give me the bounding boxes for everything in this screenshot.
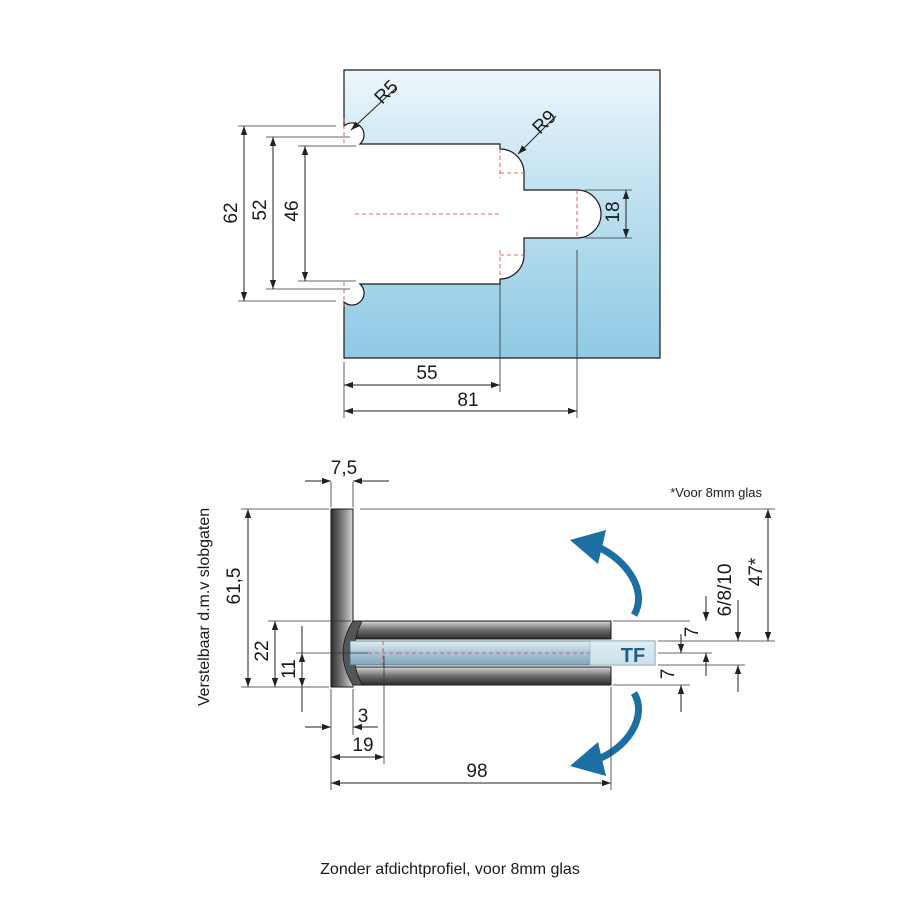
upper-arm (352, 620, 612, 640)
side-note-slotted-holes: Verstelbaar d.m.v slobgaten (196, 508, 213, 706)
dim-98-label: 98 (466, 761, 487, 782)
r9-leader (517, 115, 557, 155)
dim-46-label: 46 (282, 200, 303, 221)
dim-7-bottom-label: 7 (658, 669, 679, 680)
dim-3-label: 3 (358, 706, 369, 727)
top-view: R5 R9 62 52 46 18 55 81 (221, 69, 661, 418)
dim-81-label: 81 (457, 390, 478, 411)
rotate-arrow-down (594, 691, 642, 764)
side-view: TF 7,5 61,5 22 11 Verstelbaar d.m.v slob… (196, 458, 775, 790)
caption: Zonder afdichtprofiel, voor 8mm glas (320, 861, 580, 878)
r5-leader (350, 87, 397, 131)
glass-plate-cutout (343, 69, 661, 359)
dim-19-label: 19 (352, 735, 373, 756)
dim-11-label: 11 (279, 659, 300, 679)
dim-7-5-label: 7,5 (331, 458, 357, 479)
dim-61-5-label: 61,5 (224, 568, 245, 605)
rotate-arrow-up (594, 542, 642, 617)
dim-22-label: 22 (252, 640, 273, 661)
tf-label: TF (621, 645, 645, 667)
dim-47-label: 47* (746, 557, 767, 586)
dim-52-label: 52 (250, 199, 271, 220)
lower-arm (352, 666, 612, 686)
dim-18-label: 18 (603, 201, 624, 222)
dim-6-8-10-label: 6/8/10 (715, 564, 736, 617)
dim-62-label: 62 (221, 202, 242, 223)
dim-7-top-label: 7 (682, 627, 703, 638)
dim-55-label: 55 (416, 363, 437, 384)
rotate-arrow-up-head (570, 530, 606, 564)
rotate-arrow-down-head (570, 742, 606, 776)
glass-note: *Voor 8mm glas (670, 485, 762, 500)
